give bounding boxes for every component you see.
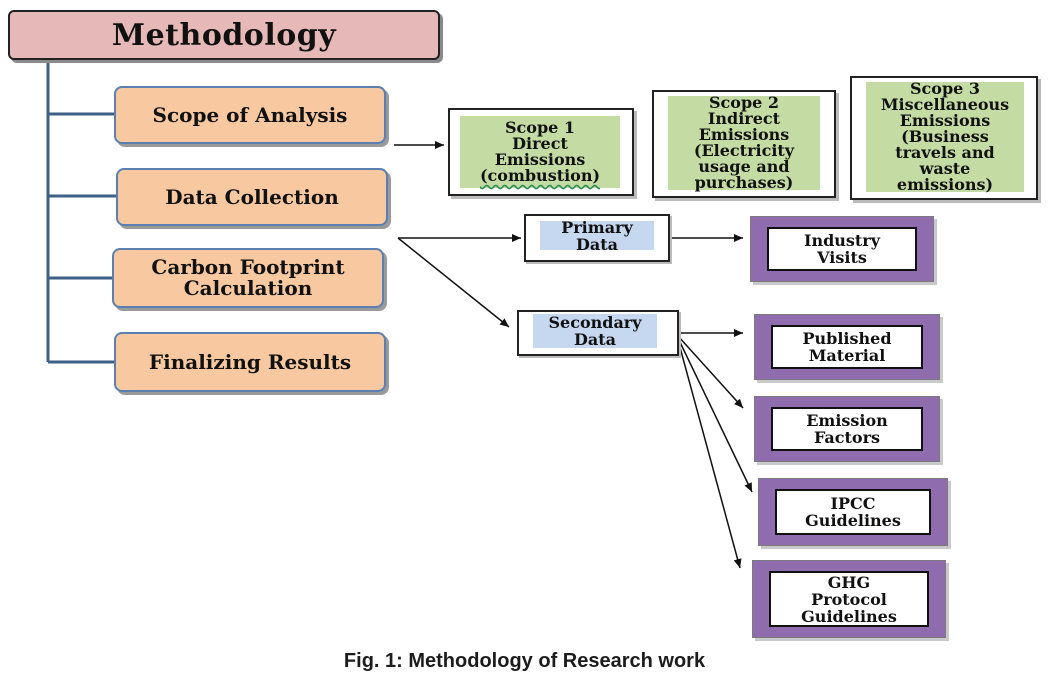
- emission-factors-box: Emission Factors: [754, 396, 940, 462]
- step-scope-of-analysis: Scope of Analysis: [114, 86, 386, 144]
- secondary-data-box: Secondary Data: [517, 310, 679, 356]
- methodology-title: Methodology: [8, 10, 440, 60]
- scope-1-line-1: Scope 1: [504, 118, 576, 137]
- emission-factors-line-2: Factors: [813, 428, 881, 447]
- arrow-to-secondary: [397, 237, 510, 328]
- arrow-to-ghg: [677, 339, 742, 569]
- published-material-box: Published Material: [754, 314, 940, 380]
- scope-1-box: Scope 1 Direct Emissions (combustion): [448, 108, 634, 196]
- arrow-to-ipcc: [677, 337, 753, 493]
- primary-data-box: Primary Data: [524, 214, 670, 262]
- methodology-title-text: Methodology: [111, 17, 337, 53]
- scope-3-box: Scope 3 Miscellaneous Emissions (Busines…: [850, 76, 1038, 200]
- scope-1-line-2: Direct: [512, 134, 568, 153]
- industry-visits-line-1: Industry: [803, 231, 881, 250]
- ghg-guidelines-line-1: GHG: [827, 572, 871, 592]
- scope-3-line-6: waste: [919, 159, 971, 178]
- scope-2-line-2: Indirect: [707, 109, 781, 128]
- step-data-collection: Data Collection: [116, 168, 388, 226]
- step-carbon-footprint: Carbon Footprint Calculation: [112, 248, 384, 308]
- ipcc-guidelines-line-1: IPCC: [830, 494, 876, 513]
- scope-3-line-4: (Business: [901, 127, 989, 146]
- scope-2-line-1: Scope 2: [708, 93, 780, 112]
- step-carbon-label: Carbon Footprint Calculation: [151, 255, 345, 300]
- secondary-data-line-1: Secondary: [548, 313, 642, 332]
- secondary-data-line-2: Data: [574, 330, 616, 349]
- published-material-line-1: Published: [802, 329, 892, 348]
- scope-3-line-2: Miscellaneous: [880, 95, 1010, 114]
- scope-2-line-6: purchases): [694, 173, 794, 192]
- ipcc-guidelines-line-2: Guidelines: [805, 511, 901, 530]
- industry-visits-box: Industry Visits: [750, 216, 934, 282]
- scope-3-line-1: Scope 3: [909, 79, 981, 98]
- scope-2-line-5: usage and: [698, 157, 790, 176]
- scope-1-line-4: (combustion): [479, 166, 601, 185]
- primary-data-line-1: Primary: [561, 217, 633, 237]
- emission-factors-line-1: Emission: [806, 411, 888, 430]
- scope-3-line-5: travels and: [895, 143, 995, 162]
- ghg-guidelines-line-2: Protocol: [811, 589, 887, 609]
- scope-3-line-7: emissions): [896, 175, 994, 194]
- ipcc-guidelines-box: IPCC Guidelines: [758, 478, 948, 546]
- arrow-to-emission: [677, 335, 744, 409]
- step-scope-label: Scope of Analysis: [152, 102, 348, 127]
- step-finalizing-results: Finalizing Results: [114, 332, 386, 392]
- step-final-label: Finalizing Results: [148, 349, 352, 374]
- scope-2-line-3: Emissions: [698, 125, 790, 144]
- published-material-line-2: Material: [808, 346, 886, 365]
- ghg-guidelines-line-3: Guidelines: [801, 606, 897, 626]
- scope-3-line-3: Emissions: [899, 111, 991, 130]
- figure-caption: Fig. 1: Methodology of Research work: [343, 650, 706, 672]
- industry-visits-line-2: Visits: [817, 248, 867, 267]
- primary-data-line-2: Data: [576, 234, 618, 254]
- scope-2-line-4: (Electricity: [693, 141, 795, 160]
- scope-2-box: Scope 2 Indirect Emissions (Electricity …: [652, 90, 836, 198]
- step-data-label: Data Collection: [165, 184, 339, 209]
- ghg-protocol-guidelines-box: GHG Protocol Guidelines: [752, 560, 946, 638]
- scope-1-line-3: Emissions: [494, 150, 586, 169]
